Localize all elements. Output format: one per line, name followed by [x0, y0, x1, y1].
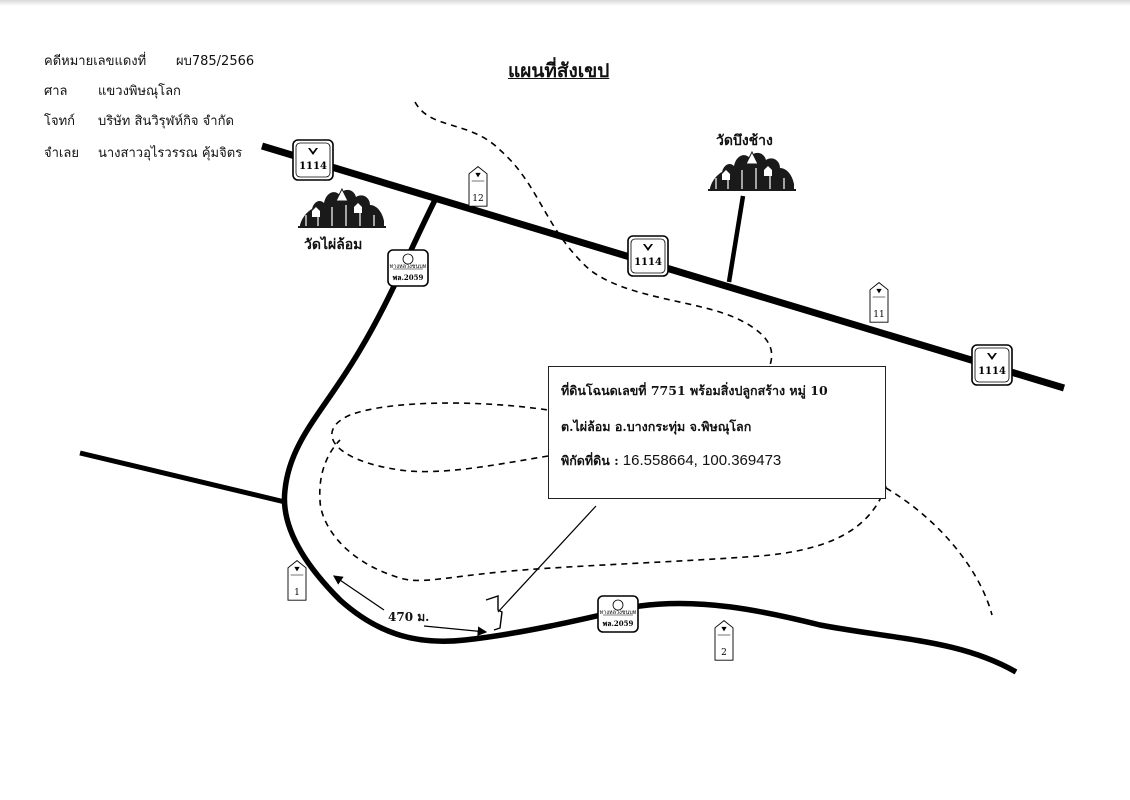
- plaintiff-value: บริษัท สินวิรุฬห์กิจ จำกัด: [98, 114, 234, 129]
- km-post-1: 1: [287, 560, 307, 601]
- court-value: แขวงพิษณุโลก: [98, 84, 181, 99]
- wat-bueng-chang-label: วัดบึงช้าง: [716, 133, 773, 149]
- highway-sign-1: 1114: [292, 139, 334, 181]
- distance-label: 470 ม.: [388, 610, 430, 624]
- top-edge-shadow: [0, 0, 1130, 6]
- info-box-pointer-line: [497, 505, 597, 613]
- info-line-coordinates: พิกัดที่ดิน : 16.558664, 100.369473: [561, 451, 781, 471]
- km-post-12: 12: [468, 166, 488, 207]
- info-line-title-text: ที่ดินโฉนดเลขที่ 7751 พร้อมสิ่งปลูกสร้าง…: [561, 383, 828, 398]
- property-plot-marker: [485, 595, 503, 631]
- coordinates-label: พิกัดที่ดิน :: [561, 453, 619, 468]
- defendant-value: นางสาวอุไรวรรณ คุ้มจิตร: [98, 146, 243, 161]
- red-case-label: คดีหมายเลขแดงที่: [44, 54, 147, 69]
- rural-road-sign-2-top: ทางหลวงชนบท: [600, 609, 637, 616]
- info-line-location-text: ต.ไผ่ล้อม อ.บางกระทุ่ม จ.พิษณุโลก: [561, 419, 752, 434]
- km-post-11-value: 11: [873, 310, 884, 320]
- river-dashed-line: [319, 101, 993, 616]
- road-to-wat-bueng-chang: [726, 195, 746, 283]
- wat-bueng-chang-icon: [707, 151, 797, 191]
- red-case-number: ผบ785/2566: [176, 54, 255, 69]
- coordinates-value: 16.558664, 100.369473: [622, 452, 782, 469]
- rural-road-2059: [281, 198, 1018, 675]
- land-info-box: ที่ดินโฉนดเลขที่ 7751 พร้อมสิ่งปลูกสร้าง…: [548, 366, 886, 499]
- distance-arrow-right: [423, 625, 488, 636]
- court-label: ศาล: [44, 84, 68, 99]
- defendant-label: จำเลย: [44, 146, 79, 161]
- map-title: แผนที่สังเขป: [508, 60, 610, 82]
- wat-phai-lom-icon: [297, 188, 387, 228]
- wat-phai-lom-label: วัดไผ่ล้อม: [304, 237, 363, 253]
- highway-sign-3: 1114: [971, 344, 1013, 386]
- km-post-12-value: 12: [472, 194, 483, 204]
- highway-sign-3-number: 1114: [978, 366, 1006, 377]
- km-post-11: 11: [869, 282, 889, 323]
- highway-sign-2: 1114: [627, 235, 669, 277]
- km-post-2-value: 2: [721, 648, 727, 658]
- km-post-2: 2: [714, 620, 734, 661]
- highway-sign-2-number: 1114: [634, 257, 662, 268]
- km-post-1-value: 1: [294, 588, 300, 598]
- info-line-title: ที่ดินโฉนดเลขที่ 7751 พร้อมสิ่งปลูกสร้าง…: [561, 381, 828, 401]
- distance-arrow-left: [333, 575, 385, 611]
- rural-road-sign-1-bottom: พล.2059: [393, 273, 424, 282]
- info-line-location: ต.ไผ่ล้อม อ.บางกระทุ่ม จ.พิษณุโลก: [561, 417, 751, 437]
- rural-road-sign-2: ทางหลวงชนบท พล.2059: [597, 595, 639, 633]
- rural-road-sign-1-top: ทางหลวงชนบท: [390, 263, 427, 270]
- plaintiff-label: โจทก์: [44, 114, 76, 129]
- rural-road-sign-2-bottom: พล.2059: [603, 619, 634, 628]
- side-road-left: [79, 450, 286, 505]
- rural-road-sign-1: ทางหลวงชนบท พล.2059: [387, 249, 429, 287]
- highway-sign-1-number: 1114: [299, 161, 327, 172]
